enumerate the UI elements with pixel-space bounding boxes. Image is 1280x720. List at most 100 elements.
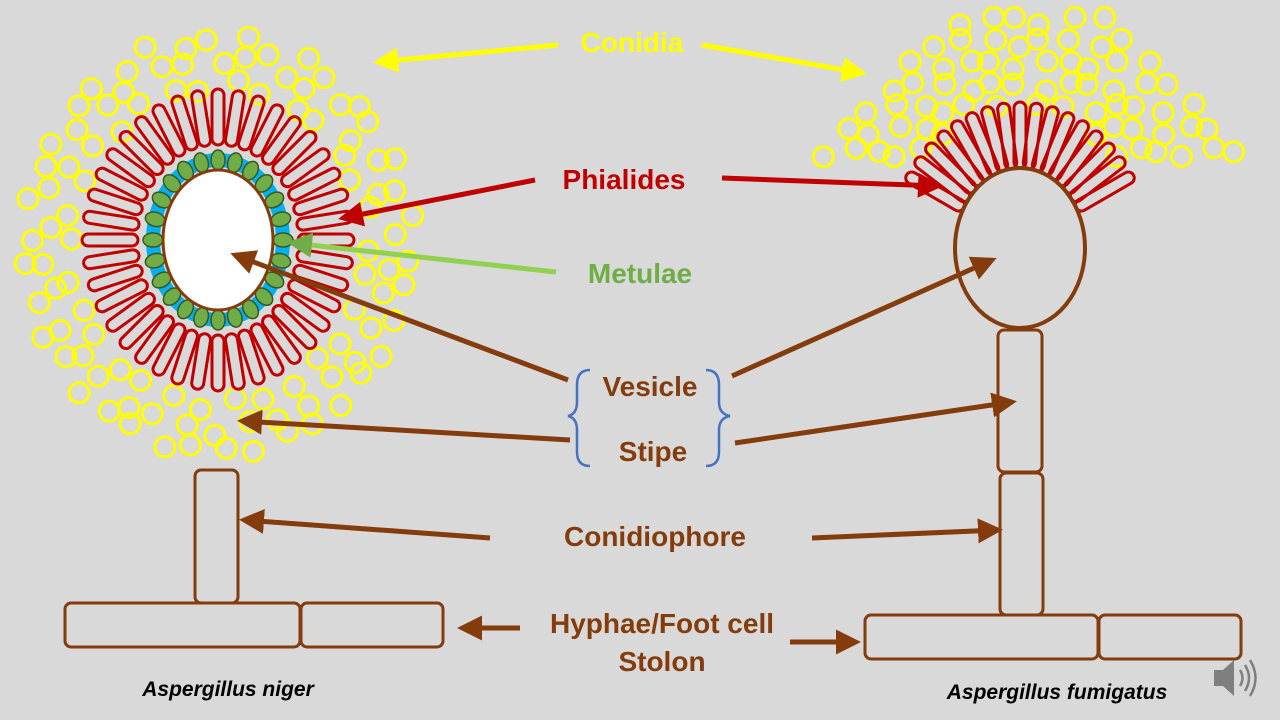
stipe-arrow-left: [237, 409, 571, 443]
conidium: [194, 28, 218, 52]
conidium: [247, 82, 271, 106]
conidium: [65, 118, 89, 142]
niger-stipe: [193, 468, 240, 605]
conidium: [234, 45, 258, 69]
conidium: [275, 419, 299, 443]
conidium: [305, 346, 329, 370]
conidium: [140, 402, 164, 426]
phialide: [82, 209, 141, 232]
conidium: [1135, 71, 1159, 95]
conidium: [256, 43, 280, 67]
conidium: [227, 69, 251, 93]
conidium: [34, 155, 58, 178]
conidium: [31, 252, 55, 276]
conidium: [1105, 93, 1129, 116]
conidium: [901, 71, 925, 95]
speaker-icon[interactable]: [1214, 659, 1257, 697]
conidium: [1222, 140, 1246, 164]
conidium: [1090, 35, 1114, 59]
conidium: [931, 101, 955, 125]
label-vesicle: Vesicle: [603, 371, 698, 402]
conidium: [301, 108, 325, 132]
phialide: [287, 166, 342, 202]
conidium: [54, 345, 78, 369]
conidium: [1025, 27, 1049, 51]
conidium: [948, 13, 972, 37]
phialide: [86, 187, 144, 217]
phialide: [105, 147, 156, 189]
conidium: [889, 114, 912, 138]
phialides-arrow-left: [338, 177, 536, 227]
conidium: [251, 387, 275, 411]
conidium: [1075, 72, 1099, 96]
conidium: [933, 72, 957, 96]
conidium: [1155, 72, 1179, 96]
conidium: [150, 55, 174, 79]
phialide: [94, 166, 149, 202]
conidium: [312, 66, 336, 90]
conidium: [1122, 95, 1145, 119]
conidium: [153, 435, 177, 459]
conidium: [214, 436, 238, 460]
conidium: [984, 28, 1008, 52]
conidium: [292, 77, 316, 100]
conidium: [1138, 50, 1162, 74]
species-label-fumigatus: Aspergillus fumigatus: [946, 681, 1168, 704]
conidium: [383, 147, 407, 171]
conidiophore-arrow-left: [239, 508, 491, 541]
phialide: [190, 89, 213, 148]
conidium: [837, 117, 861, 141]
phialide: [1073, 170, 1136, 213]
conidium: [922, 35, 946, 59]
conidium: [377, 258, 401, 281]
conidium: [1202, 136, 1226, 160]
phialide: [292, 187, 350, 217]
conidium: [96, 93, 120, 117]
conidium: [329, 394, 353, 417]
conidium: [1102, 79, 1126, 103]
conidium: [79, 77, 103, 101]
conidium: [328, 93, 352, 117]
conidium: [811, 145, 835, 169]
conidium: [1026, 13, 1050, 37]
phialide: [249, 103, 285, 158]
label-hyphae-foot-cell: Hyphae/Foot cell: [550, 608, 774, 639]
phialide: [271, 129, 318, 177]
phialide: [94, 278, 149, 314]
phialide: [936, 129, 985, 188]
conidium: [37, 176, 61, 200]
conidium: [282, 375, 306, 398]
phialide: [271, 303, 318, 351]
conidium: [203, 423, 227, 447]
conidium: [82, 322, 106, 346]
conidium: [67, 381, 91, 405]
phialide: [210, 333, 226, 393]
conidium: [1144, 140, 1168, 164]
phialide: [261, 115, 302, 166]
conidium: [396, 249, 420, 273]
conidium: [392, 273, 416, 297]
metula: [142, 232, 164, 248]
conidium: [115, 60, 139, 83]
conidium: [867, 139, 891, 163]
conidia-arrow-left: [373, 42, 559, 73]
conidium: [401, 204, 425, 228]
conidium: [366, 148, 390, 172]
conidium: [1001, 72, 1025, 96]
conidium: [118, 412, 142, 436]
conidium: [13, 252, 37, 275]
conidium: [1035, 49, 1059, 73]
phialide: [280, 147, 331, 189]
phialide: [261, 314, 302, 365]
conidium: [171, 52, 195, 76]
conidium: [241, 439, 265, 463]
metula: [210, 309, 226, 331]
conidium: [162, 384, 186, 407]
conidium: [1105, 49, 1129, 73]
conidium: [223, 387, 247, 411]
conidium: [349, 361, 373, 385]
phialide: [904, 170, 967, 213]
conidium: [57, 155, 81, 179]
label-stolon: Stolon: [618, 646, 705, 677]
conidium: [1001, 57, 1025, 81]
